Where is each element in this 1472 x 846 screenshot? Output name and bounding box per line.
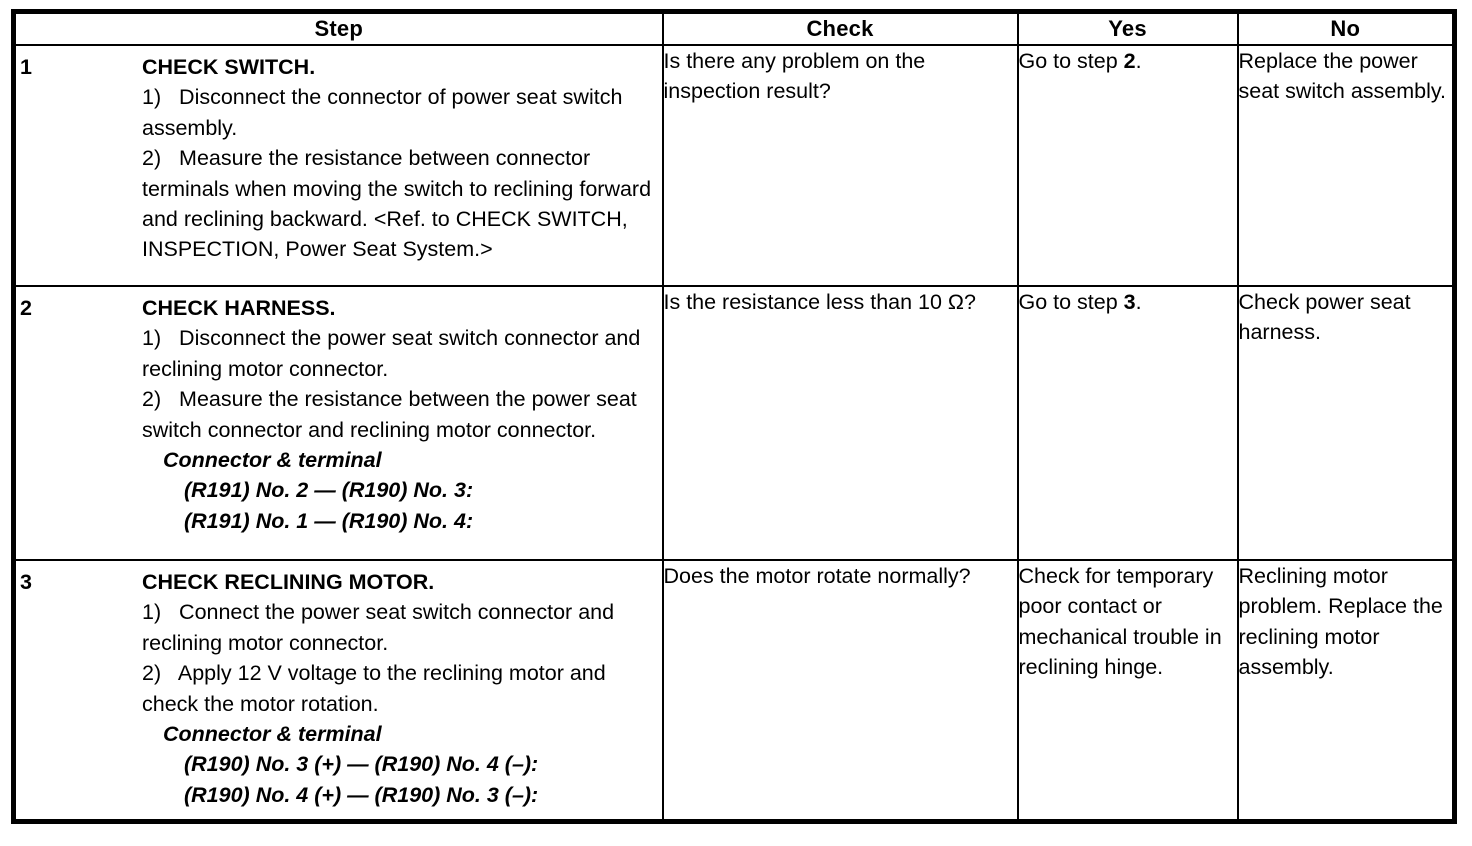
- check-cell: Is the resistance less than 10 Ω?: [661, 285, 1019, 561]
- table-row: 2 CHECK HARNESS. 1) Disconnect the power…: [12, 285, 1456, 561]
- connector-terminal-line: (R190) No. 4 (+) — (R190) No. 3 (–):: [184, 782, 539, 807]
- yes-cell: Go to step 2.: [1016, 44, 1239, 287]
- step-item: 2) Apply 12 V voltage to the reclining m…: [142, 661, 612, 716]
- yes-suffix: .: [1135, 290, 1142, 314]
- column-header-no: No: [1236, 10, 1456, 46]
- step-item: 2) Measure the resistance between connec…: [142, 146, 658, 262]
- step-body: CHECK SWITCH. 1) Disconnect the connecto…: [142, 52, 656, 265]
- no-text: Check power seat harness.: [1238, 290, 1417, 345]
- connector-terminal-line: (R191) No. 2 — (R190) No. 3:: [184, 478, 474, 503]
- step-cell: 1 CHECK SWITCH. 1) Disconnect the connec…: [12, 44, 664, 287]
- step-title: CHECK HARNESS.: [142, 296, 336, 320]
- yes-step-number: 2: [1123, 49, 1136, 73]
- yes-suffix: .: [1135, 49, 1142, 73]
- yes-prefix: Go to step: [1018, 49, 1124, 73]
- yes-text: Go to step 2.: [1019, 46, 1237, 76]
- step-title: CHECK RECLINING MOTOR.: [142, 570, 435, 594]
- check-text: Is there any problem on the inspection r…: [663, 49, 932, 104]
- connector-terminal-line: (R190) No. 3 (+) — (R190) No. 4 (–):: [184, 752, 539, 777]
- column-header-step: Step: [12, 10, 664, 46]
- column-header-yes: Yes: [1016, 10, 1239, 46]
- diagnostic-procedure-table: Step Check Yes No 1 CHECK SWITCH. 1) Dis…: [11, 9, 1457, 825]
- step-item: 2) Measure the resistance between the po…: [142, 387, 643, 442]
- yes-cell: Go to step 3.: [1016, 285, 1239, 561]
- step-cell: 3 CHECK RECLINING MOTOR. 1) Connect the …: [12, 559, 664, 823]
- step-title: CHECK SWITCH.: [142, 55, 316, 79]
- step-number: 2: [20, 296, 32, 320]
- check-text: Does the motor rotate normally?: [663, 564, 971, 588]
- step-body: CHECK RECLINING MOTOR. 1) Connect the po…: [142, 567, 656, 810]
- no-text: Replace the power seat switch assembly.: [1238, 49, 1447, 104]
- step-cell: 2 CHECK HARNESS. 1) Disconnect the power…: [12, 285, 664, 561]
- yes-text: Check for temporary poor contact or mech…: [1019, 561, 1237, 683]
- step-item: 1) Disconnect the connector of power sea…: [142, 85, 629, 140]
- step-item: 1) Disconnect the power seat switch conn…: [142, 326, 647, 381]
- table-row: 1 CHECK SWITCH. 1) Disconnect the connec…: [12, 44, 1456, 287]
- connector-heading: Connector & terminal: [163, 722, 382, 747]
- step-number: 1: [20, 55, 32, 79]
- yes-prefix: Go to step: [1018, 290, 1124, 314]
- step-number: 3: [20, 570, 32, 594]
- header-row: Step Check Yes No: [12, 10, 1456, 46]
- table-row: 3 CHECK RECLINING MOTOR. 1) Connect the …: [12, 559, 1456, 823]
- connector-terminal-line: (R191) No. 1 — (R190) No. 4:: [184, 508, 474, 533]
- check-text: Is the resistance less than 10 Ω?: [663, 290, 976, 314]
- yes-cell: Check for temporary poor contact or mech…: [1016, 559, 1239, 823]
- no-text: Reclining motor problem. Replace the rec…: [1238, 564, 1449, 680]
- connector-heading: Connector & terminal: [163, 448, 382, 473]
- table-header: Step Check Yes No: [12, 10, 1456, 46]
- step-body: CHECK HARNESS. 1) Disconnect the power s…: [142, 293, 656, 536]
- step-item: 1) Connect the power seat switch connect…: [142, 600, 621, 655]
- table-body: 1 CHECK SWITCH. 1) Disconnect the connec…: [12, 44, 1456, 823]
- yes-step-number: 3: [1123, 290, 1136, 314]
- check-cell: Is there any problem on the inspection r…: [661, 44, 1019, 287]
- yes-suffix: Check for temporary poor contact or mech…: [1018, 564, 1228, 680]
- check-cell: Does the motor rotate normally?: [661, 559, 1019, 823]
- no-cell: Check power seat harness.: [1236, 285, 1456, 561]
- no-cell: Reclining motor problem. Replace the rec…: [1236, 559, 1456, 823]
- no-cell: Replace the power seat switch assembly.: [1236, 44, 1456, 287]
- yes-text: Go to step 3.: [1019, 287, 1237, 317]
- column-header-check: Check: [661, 10, 1019, 46]
